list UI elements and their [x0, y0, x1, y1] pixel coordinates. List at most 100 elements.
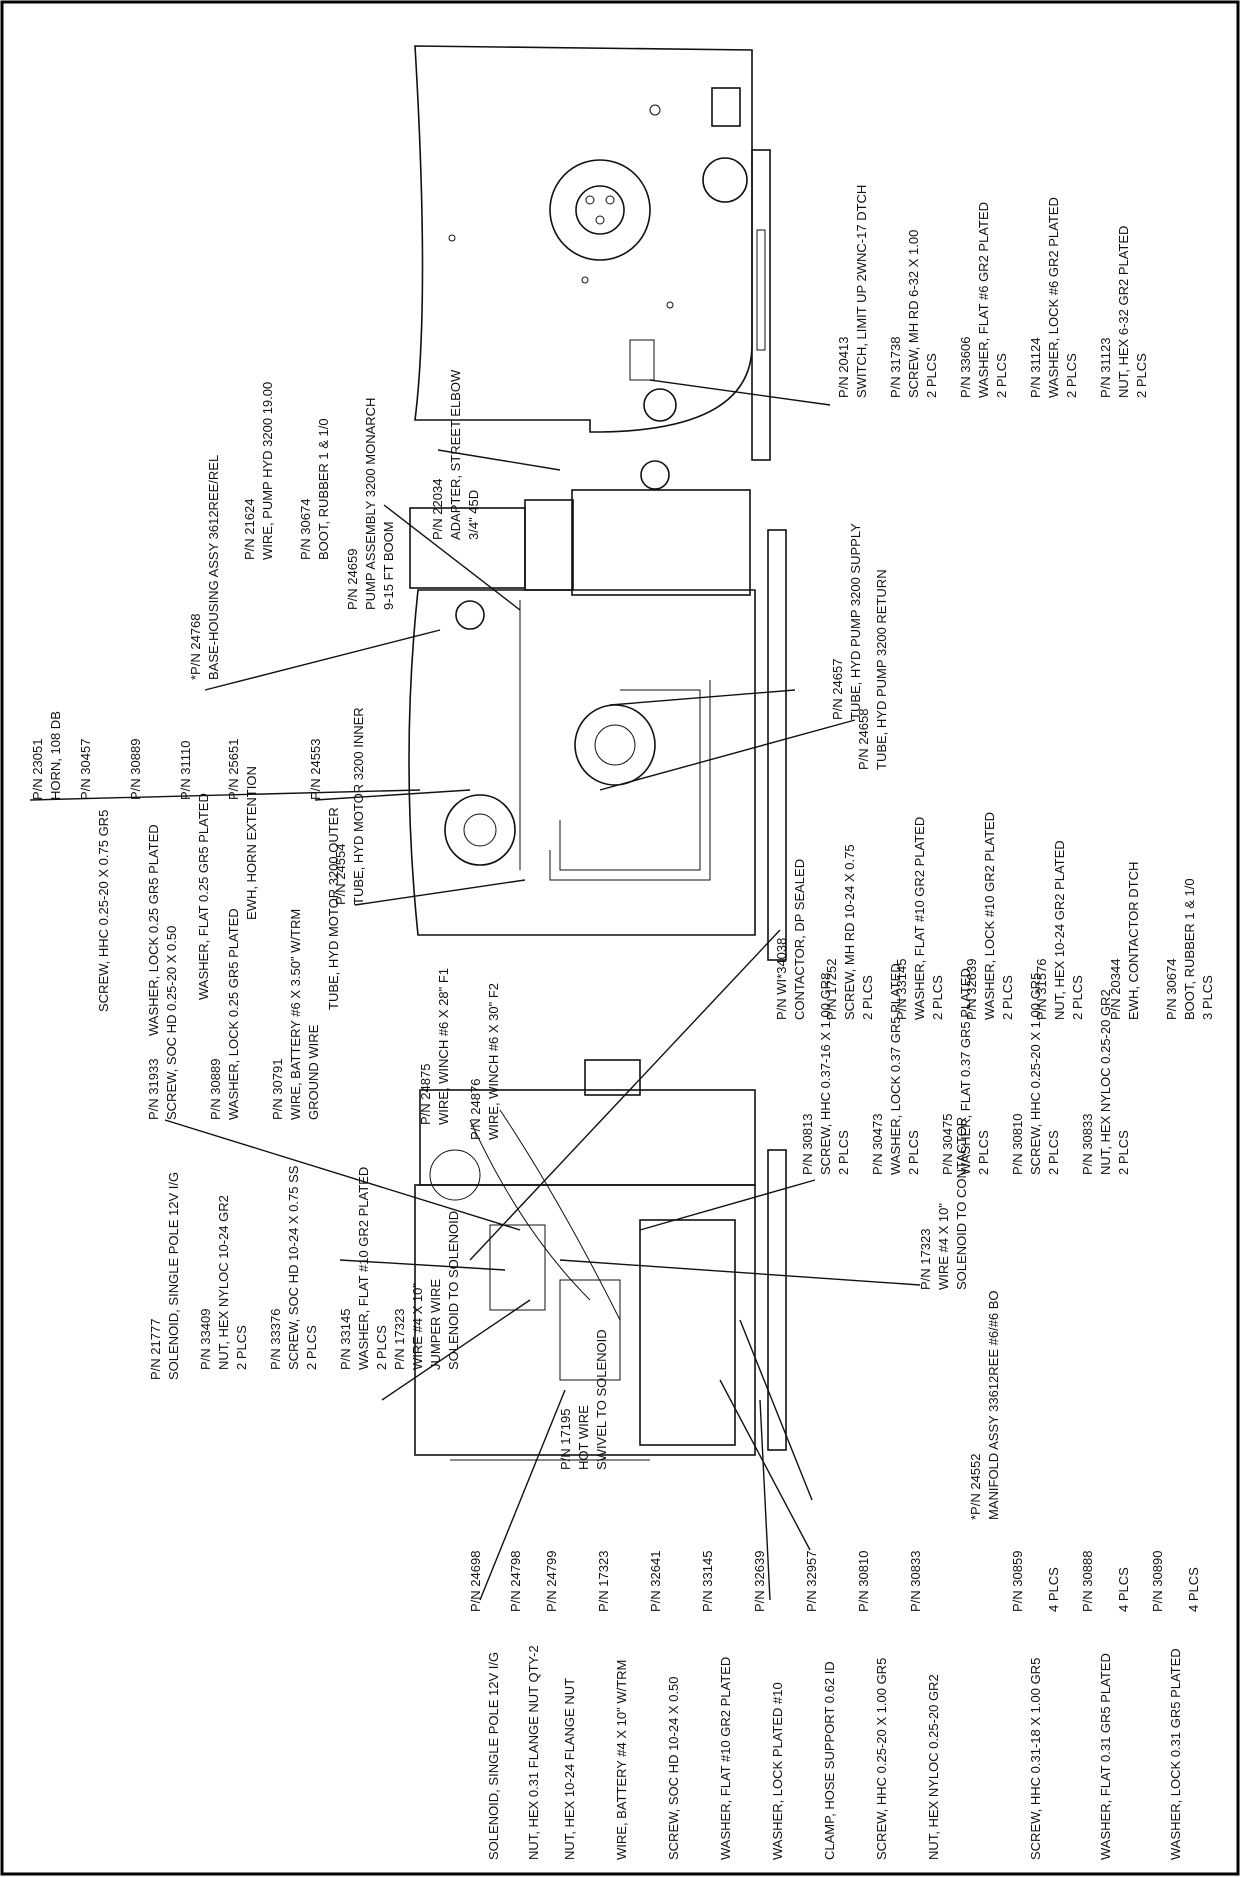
side-plate-view	[414, 45, 771, 461]
label-pn: P/N 33145	[700, 1551, 715, 1612]
label-pn: P/N 24657	[830, 659, 845, 720]
label-desc: NUT, HEX 10-24 FLANGE NUT	[562, 1678, 577, 1860]
manifold-block	[639, 1219, 736, 1446]
label-qty: 2 PLCS	[1116, 1130, 1131, 1175]
label-qty: SOLENOID TO CONTACTOR	[954, 1117, 969, 1290]
label-pn: P/N 17323	[392, 1309, 407, 1370]
winch-wire	[499, 1109, 621, 1321]
manifold-view	[414, 1059, 787, 1461]
label-pn: P/N 17252	[824, 959, 839, 1020]
label-pn: P/N 24658	[856, 709, 871, 770]
label-qty: 3/4" 45D	[466, 490, 481, 540]
label-pn: P/N 30833	[908, 1551, 923, 1612]
label-pn: P/N 33145	[894, 959, 909, 1020]
label-desc: TUBE, HYD MOTOR 3200 INNER	[351, 707, 366, 905]
solenoid-b	[559, 1279, 621, 1381]
label-pn: P/N 30813	[800, 1114, 815, 1175]
label-desc: WASHER, LOCK PLATED #10	[770, 1682, 785, 1860]
plate-hole	[649, 104, 661, 116]
limit-switch	[629, 339, 655, 381]
label-desc: MANIFOLD ASSY 33612REE #6/#6 BO	[986, 1290, 1001, 1520]
label-pn: P/N 24799	[544, 1551, 559, 1612]
label-pn: P/N 24698	[468, 1551, 483, 1612]
label-desc: TUBE, HYD PUMP 3200 RETURN	[874, 569, 889, 770]
label-desc: SCREW, HHC 0.25-20 X 1.00 GR5	[1028, 973, 1043, 1175]
left-view-labels-right: P/N 30813 SCREW, HHC 0.37-16 X 1.00 GR8 …	[800, 963, 1131, 1175]
label-desc: WASHER, FLAT #10 GR2 PLATED	[718, 1657, 733, 1860]
solenoid-coil	[429, 1149, 481, 1201]
label-pn: P/N 33145	[338, 1309, 353, 1370]
label-desc: HOT WIRE	[576, 1405, 591, 1470]
label-qty: 9-15 FT BOOM	[381, 521, 396, 610]
label-pn: P/N 31933	[146, 1059, 161, 1120]
label-desc: CLAMP, HOSE SUPPORT 0.62 ID	[822, 1661, 837, 1860]
label-pn: P/N 30810	[1010, 1114, 1025, 1175]
pump-flange-inner	[594, 724, 636, 766]
label-desc: SOLENOID, SINGLE POLE 12V I/G	[166, 1172, 181, 1380]
left-view-labels-lower: P/N 21777 SOLENOID, SINGLE POLE 12V I/G …	[148, 1117, 1001, 1520]
label-pn: P/N WI*34038	[774, 938, 789, 1020]
label-desc: TUBE, HYD PUMP 3200 SUPPLY	[848, 523, 863, 720]
label-desc: WASHER, LOCK 0.25 GR5 PLATED	[226, 908, 241, 1120]
plate-hole	[581, 276, 589, 284]
hydraulic-tube	[559, 689, 701, 871]
label-desc: WIRE, BATTERY #4 X 10" W/TRM	[614, 1660, 629, 1860]
plate-flange-inner	[756, 229, 766, 351]
label-pn: P/N 33606	[958, 337, 973, 398]
label-pn: P/N 31110	[178, 740, 193, 800]
label-pn: P/N 30833	[1080, 1114, 1095, 1175]
label-desc: WASHER, LOCK #6 GR2 PLATED	[1046, 197, 1061, 398]
label-desc: WIRE, WINCH #6 X 28" F1	[436, 968, 451, 1125]
label-qty: 4 PLCS	[1046, 1567, 1061, 1612]
label-desc: SCREW, SOC HD 0.25-20 X 0.50	[164, 926, 179, 1120]
label-desc: EWH, HORN EXTENTION	[244, 766, 259, 920]
plate-flange	[751, 149, 771, 461]
label-pn: *P/N 24768	[188, 614, 203, 681]
hub-bolt	[585, 195, 595, 205]
label-desc: WASHER, FLAT 0.31 GR5 PLATED	[1098, 1653, 1113, 1860]
label-pn: P/N 20344	[1108, 959, 1123, 1020]
plate-hole	[448, 234, 456, 242]
label-desc: WASHER, FLAT #10 GR2 PLATED	[356, 1167, 371, 1370]
plate-lower-hole	[643, 388, 677, 422]
label-pn: P/N 30810	[856, 1551, 871, 1612]
label-pn: P/N 31123	[1098, 338, 1113, 398]
label-qty: 4 PLCS	[1186, 1567, 1201, 1612]
label-pn: P/N 24659	[345, 549, 360, 610]
pump-flange	[574, 704, 656, 786]
winch-wire	[469, 1119, 591, 1301]
label-pn: P/N 17323	[596, 1551, 611, 1612]
label-desc: HORN, 108 DB	[48, 711, 63, 800]
horn-inner	[463, 813, 497, 847]
label-pn: P/N 30889	[208, 1059, 223, 1120]
label-desc: BOOT, RUBBER 1 & 1/0	[316, 418, 331, 560]
label-qty: 2 PLCS	[906, 1130, 921, 1175]
label-pn: P/N 24553	[308, 739, 323, 800]
label-pn: P/N 20413	[836, 337, 851, 398]
hydraulic-tube	[549, 680, 711, 881]
label-qty: 2 PLCS	[930, 975, 945, 1020]
label-desc: NUT, HEX NYLOC 0.25-20 GR2	[1098, 989, 1113, 1175]
label-qty: 2 PLCS	[994, 353, 1009, 398]
label-pn: P/N 21777	[148, 1319, 163, 1380]
label-desc: WIRE, BATTERY #6 X 3.50" W/TRM	[288, 909, 303, 1120]
label-desc: WIRE, WINCH #6 X 30" F2	[486, 983, 501, 1140]
left-view-labels-upper: P/N 31933 SCREW, SOC HD 0.25-20 X 0.50 P…	[146, 908, 501, 1140]
label-desc: WASHER, FLAT 0.25 GR5 PLATED	[196, 793, 211, 1000]
pump-reservoir	[409, 507, 526, 589]
label-pn: P/N 30859	[1010, 1551, 1025, 1612]
label-desc: SCREW, MH RD 6-32 X 1.00	[906, 230, 921, 398]
label-qty: 2 PLCS	[924, 353, 939, 398]
label-qty: 2 PLCS	[976, 1130, 991, 1175]
label-qty: 2 PLCS	[860, 975, 875, 1020]
label-pn: P/N 30888	[1080, 1551, 1095, 1612]
label-desc: WIRE, PUMP HYD 3200 19.00	[260, 382, 275, 560]
label-desc: ADAPTER, STREET ELBOW	[448, 369, 463, 540]
label-pn: P/N 23051	[30, 739, 45, 800]
label-pn: P/N 30674	[298, 499, 313, 560]
label-qty: 4 PLCS	[1116, 1567, 1131, 1612]
label-pn: P/N 31124	[1028, 338, 1043, 398]
label-desc: SCREW, HHC 0.25-20 X 0.75 GR5	[96, 810, 111, 1012]
